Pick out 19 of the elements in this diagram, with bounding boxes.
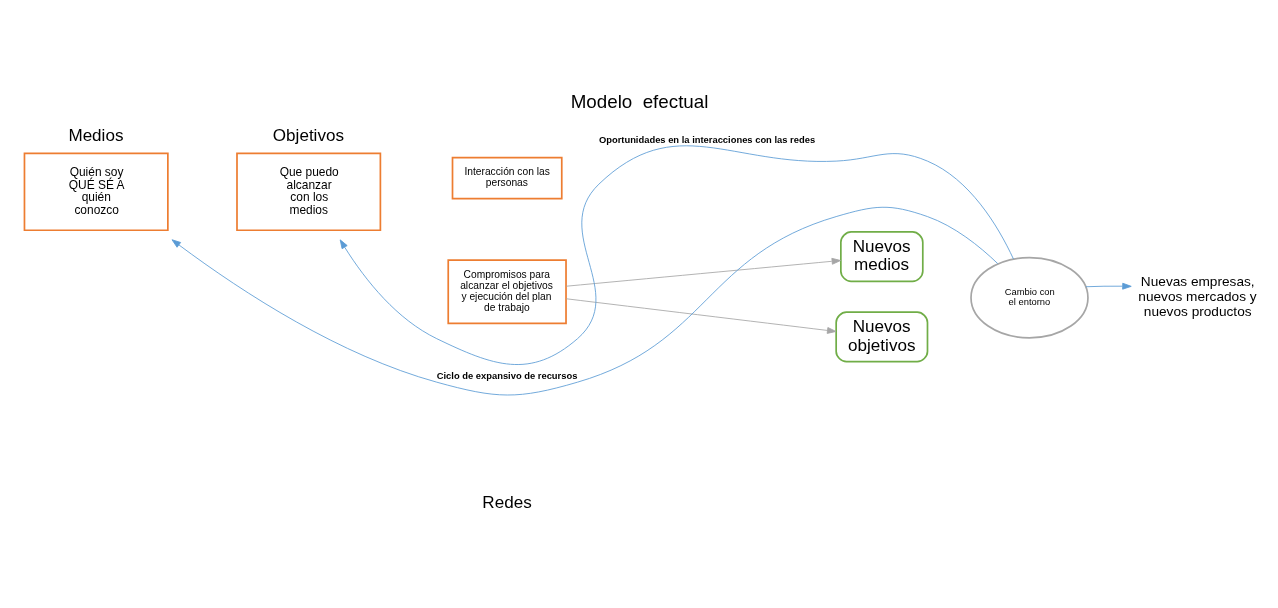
arrow [565,257,842,287]
arrow [565,297,837,334]
node-box: Quién soy QUÉ SÉ A quién conozco [23,152,169,231]
label: Redes [482,492,532,512]
node-box: Compromisos para alcanzar el objetivos y ejecución del plan de trabajo [447,258,567,324]
node-label: Objetivos [272,125,344,145]
node-box: Nuevos objetivos [835,310,929,363]
node-label: Medios [68,125,124,145]
node-box: Que puedo alcanzar con los medios [236,152,382,231]
arrow [171,206,999,395]
arrow [1085,282,1132,290]
node-box: Nuevos medios [840,230,924,282]
node-text: Nuevas empresas, nuevos mercados y nuevos productos [1138,273,1257,319]
arrow [339,144,1014,365]
node-ellipse: Cambio con el entorno [970,256,1089,339]
node-box: Interacción con las personas [451,156,563,199]
edge-label: Oportunidades en la interacciones con las redes [598,134,816,145]
diagram-title: Modelo efectual [570,90,709,112]
edge-label: Ciclo de expansivo de recursos [436,370,578,381]
